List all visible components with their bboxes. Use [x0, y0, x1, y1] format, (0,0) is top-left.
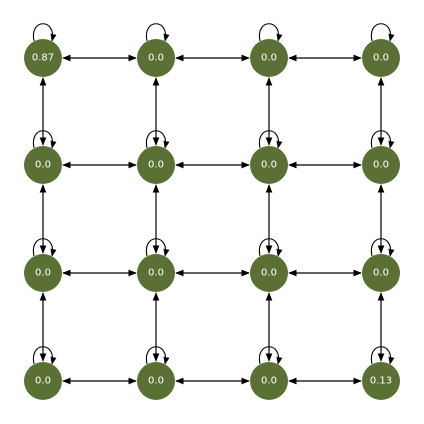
graph-node: 0.13 — [362, 362, 400, 400]
graph-node: 0.0 — [250, 362, 288, 400]
node-label: 0.13 — [370, 376, 392, 387]
edges-layer — [39, 54, 385, 385]
node-circle — [24, 254, 62, 292]
graph-node: 0.0 — [250, 146, 288, 184]
self-loop-2-3 — [370, 238, 395, 257]
node-label: 0.87 — [32, 53, 54, 64]
self-loop-2-1 — [145, 238, 170, 257]
node-circle — [250, 362, 288, 400]
graph-node: 0.0 — [137, 254, 175, 292]
graph-node: 0.0 — [362, 254, 400, 292]
node-circle — [137, 362, 175, 400]
node-label: 0.0 — [35, 376, 51, 387]
node-circle — [137, 254, 175, 292]
self-loop-0-2 — [258, 23, 283, 42]
node-label: 0.0 — [373, 268, 389, 279]
graph-node: 0.0 — [250, 39, 288, 77]
self-loop-1-1 — [145, 130, 170, 149]
node-label: 0.0 — [148, 376, 164, 387]
graph-node: 0.87 — [24, 39, 62, 77]
nodes-layer: 0.87 0.0 0.0 0.0 0.0 0.0 0.0 0.0 0.0 0.0 0.0 0.0 0.0… — [24, 39, 400, 400]
node-label: 0.0 — [373, 53, 389, 64]
node-label: 0.0 — [261, 53, 277, 64]
self-loop-0-0 — [32, 23, 57, 42]
node-circle — [362, 362, 400, 400]
node-circle — [250, 146, 288, 184]
node-circle — [362, 39, 400, 77]
graph-node: 0.0 — [137, 146, 175, 184]
node-circle — [24, 39, 62, 77]
graph-node: 0.0 — [250, 254, 288, 292]
node-label: 0.0 — [261, 376, 277, 387]
self-loop-2-0 — [32, 238, 57, 257]
node-label: 0.0 — [148, 160, 164, 171]
node-circle — [250, 39, 288, 77]
self-loop-0-1 — [145, 23, 170, 42]
self-loop-3-3 — [370, 346, 395, 365]
graph-node: 0.0 — [24, 362, 62, 400]
node-circle — [24, 146, 62, 184]
graph-node: 0.0 — [24, 146, 62, 184]
self-loops-layer — [32, 23, 395, 365]
node-circle — [137, 146, 175, 184]
self-loop-1-3 — [370, 130, 395, 149]
self-loop-3-1 — [145, 346, 170, 365]
node-label: 0.0 — [261, 160, 277, 171]
node-label: 0.0 — [148, 268, 164, 279]
node-circle — [250, 254, 288, 292]
graph-node: 0.0 — [137, 362, 175, 400]
self-loop-1-0 — [32, 130, 57, 149]
node-label: 0.0 — [35, 268, 51, 279]
graph-node: 0.0 — [362, 146, 400, 184]
node-label: 0.0 — [148, 53, 164, 64]
graph-node: 0.0 — [24, 254, 62, 292]
node-circle — [362, 254, 400, 292]
node-circle — [24, 362, 62, 400]
node-label: 0.0 — [373, 160, 389, 171]
self-loop-1-2 — [258, 130, 283, 149]
node-circle — [362, 146, 400, 184]
self-loop-2-2 — [258, 238, 283, 257]
node-label: 0.0 — [261, 268, 277, 279]
node-circle — [137, 39, 175, 77]
node-label: 0.0 — [35, 160, 51, 171]
self-loop-0-3 — [370, 23, 395, 42]
self-loop-3-2 — [258, 346, 283, 365]
graph-node: 0.0 — [362, 39, 400, 77]
graph-node: 0.0 — [137, 39, 175, 77]
self-loop-3-0 — [32, 346, 57, 365]
